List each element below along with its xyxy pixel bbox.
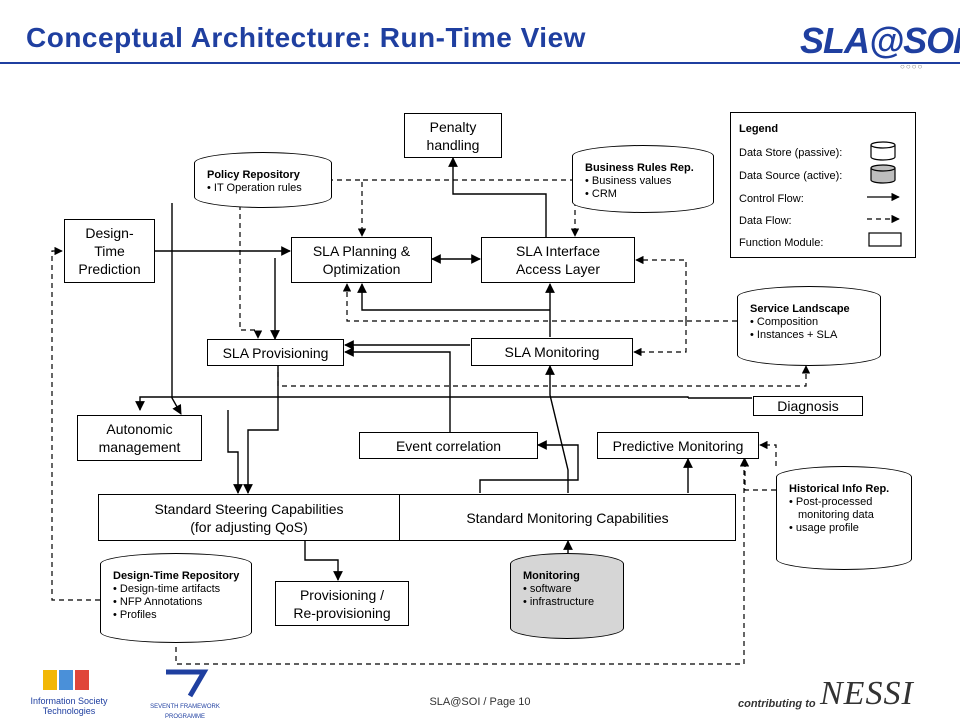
flow-event-to-slaprov <box>344 347 451 432</box>
sla-provisioning-module: SLA Provisioning <box>207 339 344 366</box>
legend-source-symbol <box>870 164 896 184</box>
business-rules-store: Business Rules Rep. Business values CRM <box>572 145 714 213</box>
design-time-prediction-module: Design- Time Prediction <box>64 219 155 283</box>
legend-data-source-label: Data Source (active): <box>739 170 843 182</box>
data-policy-to-slaprov <box>239 205 263 339</box>
data-landscape-to-monitoring <box>633 321 687 357</box>
info-society-emblem <box>43 670 89 690</box>
sla-soi-logo: SLA@SOI○○○○ <box>800 20 960 71</box>
service-landscape-store: Service Landscape Composition Instances … <box>737 286 881 366</box>
monitoring-source-title: Monitoring <box>523 570 580 582</box>
data-slaprov-to-landscape <box>277 365 811 387</box>
service-landscape-item: Instances + SLA <box>750 329 870 342</box>
fp7-label: SEVENTH FRAMEWORK <box>150 704 220 710</box>
page-number: SLA@SOI / Page 10 <box>429 696 531 708</box>
predictive-monitoring-module: Predictive Monitoring <box>597 432 759 459</box>
info-society-sub: Technologies <box>42 706 96 716</box>
monitoring-source-item: software <box>523 583 613 596</box>
autonomic-management-module: Autonomic management <box>77 415 202 461</box>
info-society-logo: Information Society Technologies <box>24 668 114 716</box>
historical-info-item: usage profile <box>789 522 901 535</box>
steering-capabilities-module: Standard Steering Capabilities (for adju… <box>98 494 400 541</box>
data-repo-to-predictive <box>175 458 749 665</box>
legend-control-flow-label: Control Flow: <box>739 193 804 205</box>
business-rules-title: Business Rules Rep. <box>585 162 694 174</box>
data-historical-to-caps <box>740 458 776 491</box>
flow-steering-to-provisioning <box>304 541 343 581</box>
design-time-repository-item: Design-time artifacts <box>113 583 241 596</box>
design-time-repository-title: Design-Time Repository <box>113 570 240 582</box>
flow-caps-to-slamonitoring <box>545 365 569 493</box>
monitoring-source: Monitoring software infrastructure <box>510 553 624 639</box>
sla-monitoring-module: SLA Monitoring <box>471 338 633 366</box>
legend-data-store-label: Data Store (passive): <box>739 147 843 159</box>
fp7-emblem <box>166 669 209 698</box>
data-landscape-to-planning <box>342 283 737 322</box>
page-title: Conceptual Architecture: Run-Time View <box>26 22 586 53</box>
service-landscape-item: Composition <box>750 316 870 329</box>
policy-item: IT Operation rules <box>207 182 321 195</box>
monitoring-capabilities-module: Standard Monitoring Capabilities <box>399 494 736 541</box>
service-landscape-title: Service Landscape <box>750 303 850 315</box>
sla-interface-module: SLA Interface Access Layer <box>481 237 635 283</box>
logo-dots: ○○○○ <box>900 62 924 71</box>
contributing-label: contributing to <box>738 698 816 710</box>
design-time-repository-item: Profiles <box>113 609 241 622</box>
data-historical-to-predictive <box>759 440 777 466</box>
historical-info-item: Post-processed <box>789 496 901 509</box>
policy-repository-title: Policy Repository <box>207 169 300 181</box>
flow-monitoring-to-planning <box>357 283 550 311</box>
policy-repository-store: Policy Repository IT Operation rules <box>194 152 332 208</box>
fp7-logo: SEVENTH FRAMEWORK PROGRAMME <box>145 668 225 720</box>
flow-autonomic-to-steering <box>227 410 243 494</box>
nessi-logo: NESSI <box>820 675 914 712</box>
flow-slaprov-to-steering <box>243 366 279 494</box>
design-time-repository-item: NFP Annotations <box>113 596 241 609</box>
monitoring-source-item: infrastructure <box>523 596 613 609</box>
business-rules-item: CRM <box>585 188 703 201</box>
legend-store-symbol <box>870 141 896 161</box>
historical-info-store: Historical Info Rep. Post-processed moni… <box>776 466 912 570</box>
title-rule <box>0 62 960 64</box>
flow-policy-to-autonomic <box>171 203 182 415</box>
penalty-handling-module: Penalty handling <box>404 113 502 158</box>
sla-soi-logo-text: SLA@SOI <box>800 20 960 61</box>
historical-info-item: monitoring data <box>798 509 874 521</box>
data-landscape-to-interface <box>635 255 687 321</box>
info-society-label: Information Society <box>30 696 108 706</box>
event-correlation-module: Event correlation <box>359 432 538 459</box>
business-rules-item: Business values <box>585 175 703 188</box>
legend-module-symbol <box>868 232 902 247</box>
fp7-sub: PROGRAMME <box>164 714 205 720</box>
legend: Legend Data Store (passive): Data Source… <box>730 112 916 258</box>
legend-function-module-label: Function Module: <box>739 237 824 249</box>
flow-interface-to-penalty <box>448 157 547 237</box>
provisioning-module: Provisioning / Re-provisioning <box>275 581 409 626</box>
historical-info-title: Historical Info Rep. <box>789 483 890 495</box>
sla-planning-module: SLA Planning & Optimization <box>291 237 432 283</box>
legend-data-flow-label: Data Flow: <box>739 215 792 227</box>
legend-symbols <box>867 141 902 247</box>
flow-monitoring-caps-to-event <box>479 440 579 493</box>
legend-title: Legend <box>739 123 779 135</box>
flow-predictive-to-autonomic <box>135 396 689 411</box>
diagnosis-module: Diagnosis <box>753 396 863 416</box>
design-time-repository-store: Design-Time Repository Design-time artif… <box>100 553 252 643</box>
